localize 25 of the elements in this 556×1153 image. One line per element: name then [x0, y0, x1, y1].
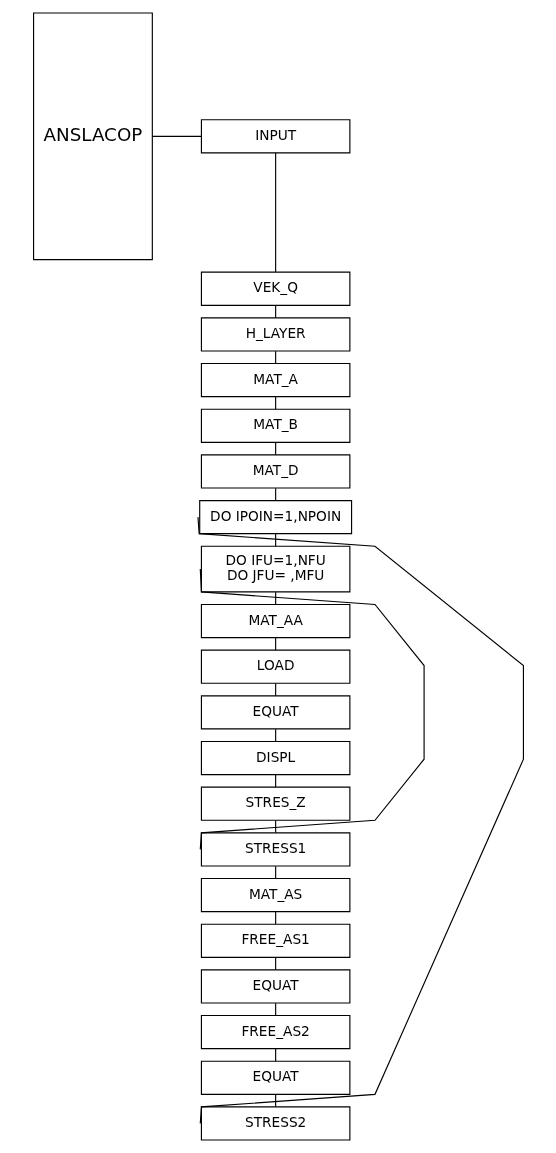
- node-box: VEK_Q: [200, 271, 350, 306]
- connector: [151, 135, 202, 137]
- node-box: MAT_D: [200, 454, 350, 489]
- node-box: LOAD: [200, 649, 350, 684]
- node-box: STRESS2: [200, 1106, 350, 1141]
- node-box: STRES_Z: [200, 786, 350, 821]
- node-box: EQUAT: [200, 1060, 350, 1095]
- node-box: MAT_A: [200, 362, 350, 398]
- node-box: DO IFU=1,NFU DO JFU= ,MFU: [200, 545, 350, 593]
- connector: [274, 152, 276, 273]
- node-box: EQUAT: [200, 969, 350, 1004]
- node-box: FREE_AS1: [200, 923, 350, 958]
- connector: [196, 516, 524, 1125]
- node-box: EQUAT: [200, 695, 350, 730]
- node-box: DISPL: [200, 740, 350, 776]
- node-box: MAT_B: [200, 408, 350, 443]
- node-box: H_LAYER: [200, 317, 350, 352]
- node-box: DO IPOIN=1,NPOIN: [198, 500, 352, 535]
- node-box: MAT_AS: [200, 877, 350, 913]
- node-box: MAT_AA: [200, 603, 350, 639]
- node-box: STRESS1: [200, 832, 350, 867]
- node-box: ANSLACOP: [32, 12, 153, 261]
- node-box: INPUT: [200, 119, 350, 154]
- node-box: FREE_AS2: [200, 1014, 350, 1050]
- connector: [199, 568, 425, 850]
